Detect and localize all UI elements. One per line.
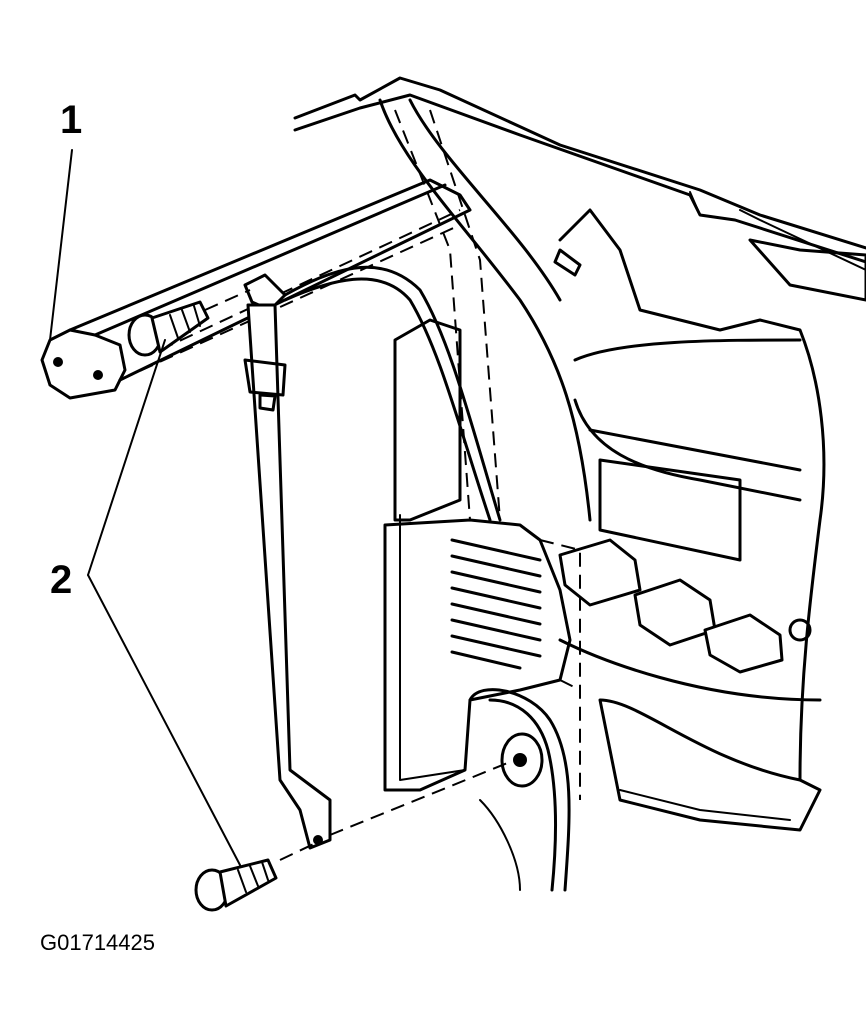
belt-guide-assembly [40,178,472,400]
switch-blocks [558,538,812,674]
upper-bolt [127,300,210,357]
figure-id: G01714425 [40,930,155,955]
seat-belt-webbing [243,265,502,850]
callout-2: 2 [50,558,73,602]
leader-lines [49,149,241,866]
lower-bolt [194,858,278,912]
callout-1: 1 [60,98,83,142]
alignment-lines [204,289,511,861]
interior-trim-panel [293,76,866,892]
vent-grille [450,538,542,670]
